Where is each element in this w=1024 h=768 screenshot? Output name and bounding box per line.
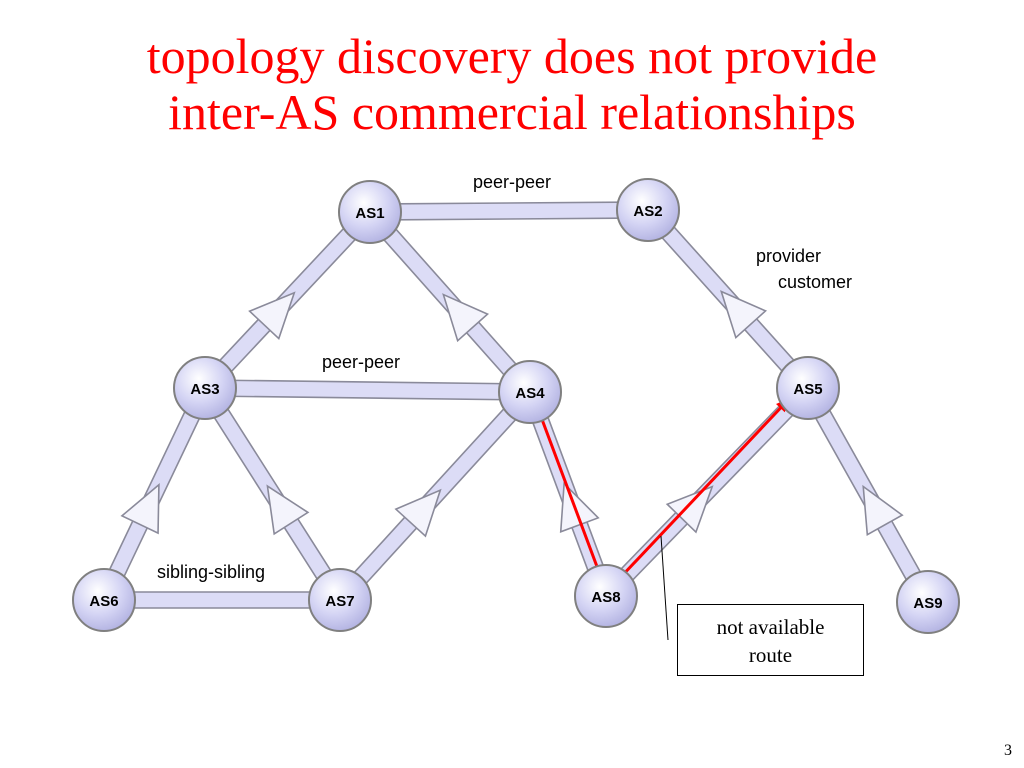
provider-arrow (266, 484, 310, 536)
provider-arrow (442, 293, 490, 343)
node-circle (896, 570, 960, 634)
node-label: AS6 (89, 593, 118, 610)
customer-label: customer (778, 272, 853, 292)
node-circle (308, 568, 372, 632)
link-as9-as5 (799, 382, 937, 608)
node-circle (498, 360, 562, 424)
peer-peer-label-top: peer-peer (473, 172, 552, 192)
link-bar (103, 591, 341, 609)
provider-arrow (120, 482, 160, 535)
node-circle (173, 356, 237, 420)
node-label: AS8 (591, 589, 620, 606)
node-as4: AS4 (498, 360, 562, 424)
node-label: AS1 (355, 205, 384, 222)
not-available-route-callout: not available route (677, 604, 864, 676)
node-as1: AS1 (338, 180, 402, 244)
node-label: AS9 (913, 595, 942, 612)
provider-arrow (248, 291, 296, 340)
link-bar (369, 201, 649, 221)
link-as3-as4 (204, 379, 531, 401)
sibling-sibling-label: sibling-sibling (157, 562, 266, 582)
provider-arrow (665, 485, 714, 534)
node-as7: AS7 (308, 568, 372, 632)
provider-arrow (559, 481, 600, 533)
link-bar (204, 379, 531, 401)
peer-peer-label-middle: peer-peer (322, 352, 401, 372)
node-as6: AS6 (72, 568, 136, 632)
node-as8: AS8 (574, 564, 638, 628)
node-circle (338, 180, 402, 244)
page-number: 3 (1004, 742, 1012, 759)
link-as8-as5 (599, 381, 815, 603)
provider-arrow (720, 290, 768, 340)
node-label: AS4 (515, 385, 545, 402)
node-circle (574, 564, 638, 628)
link-as7-as4 (332, 385, 538, 607)
callout-line-2: route (748, 643, 793, 667)
node-label: AS7 (325, 593, 354, 610)
title-line-2: inter-AS commercial relationships (168, 84, 856, 140)
node-circle (72, 568, 136, 632)
node-label: AS5 (793, 381, 822, 398)
slide-title: topology discovery does not provide inte… (0, 28, 1024, 140)
provider-arrow (394, 488, 442, 538)
links-layer (95, 201, 937, 609)
title-line-1: topology discovery does not provide (146, 28, 878, 84)
node-circle (616, 178, 680, 242)
link-as6-as7 (103, 591, 341, 609)
node-as5: AS5 (776, 356, 840, 420)
node-circle (776, 356, 840, 420)
node-as2: AS2 (616, 178, 680, 242)
node-as3: AS3 (173, 356, 237, 420)
callout-line-1: not available (716, 615, 825, 639)
provider-arrow (862, 484, 904, 536)
provider-label: provider (756, 246, 822, 266)
node-label: AS2 (633, 203, 662, 220)
link-as1-as2 (369, 201, 649, 221)
node-as9: AS9 (896, 570, 960, 634)
node-label: AS3 (190, 381, 219, 398)
